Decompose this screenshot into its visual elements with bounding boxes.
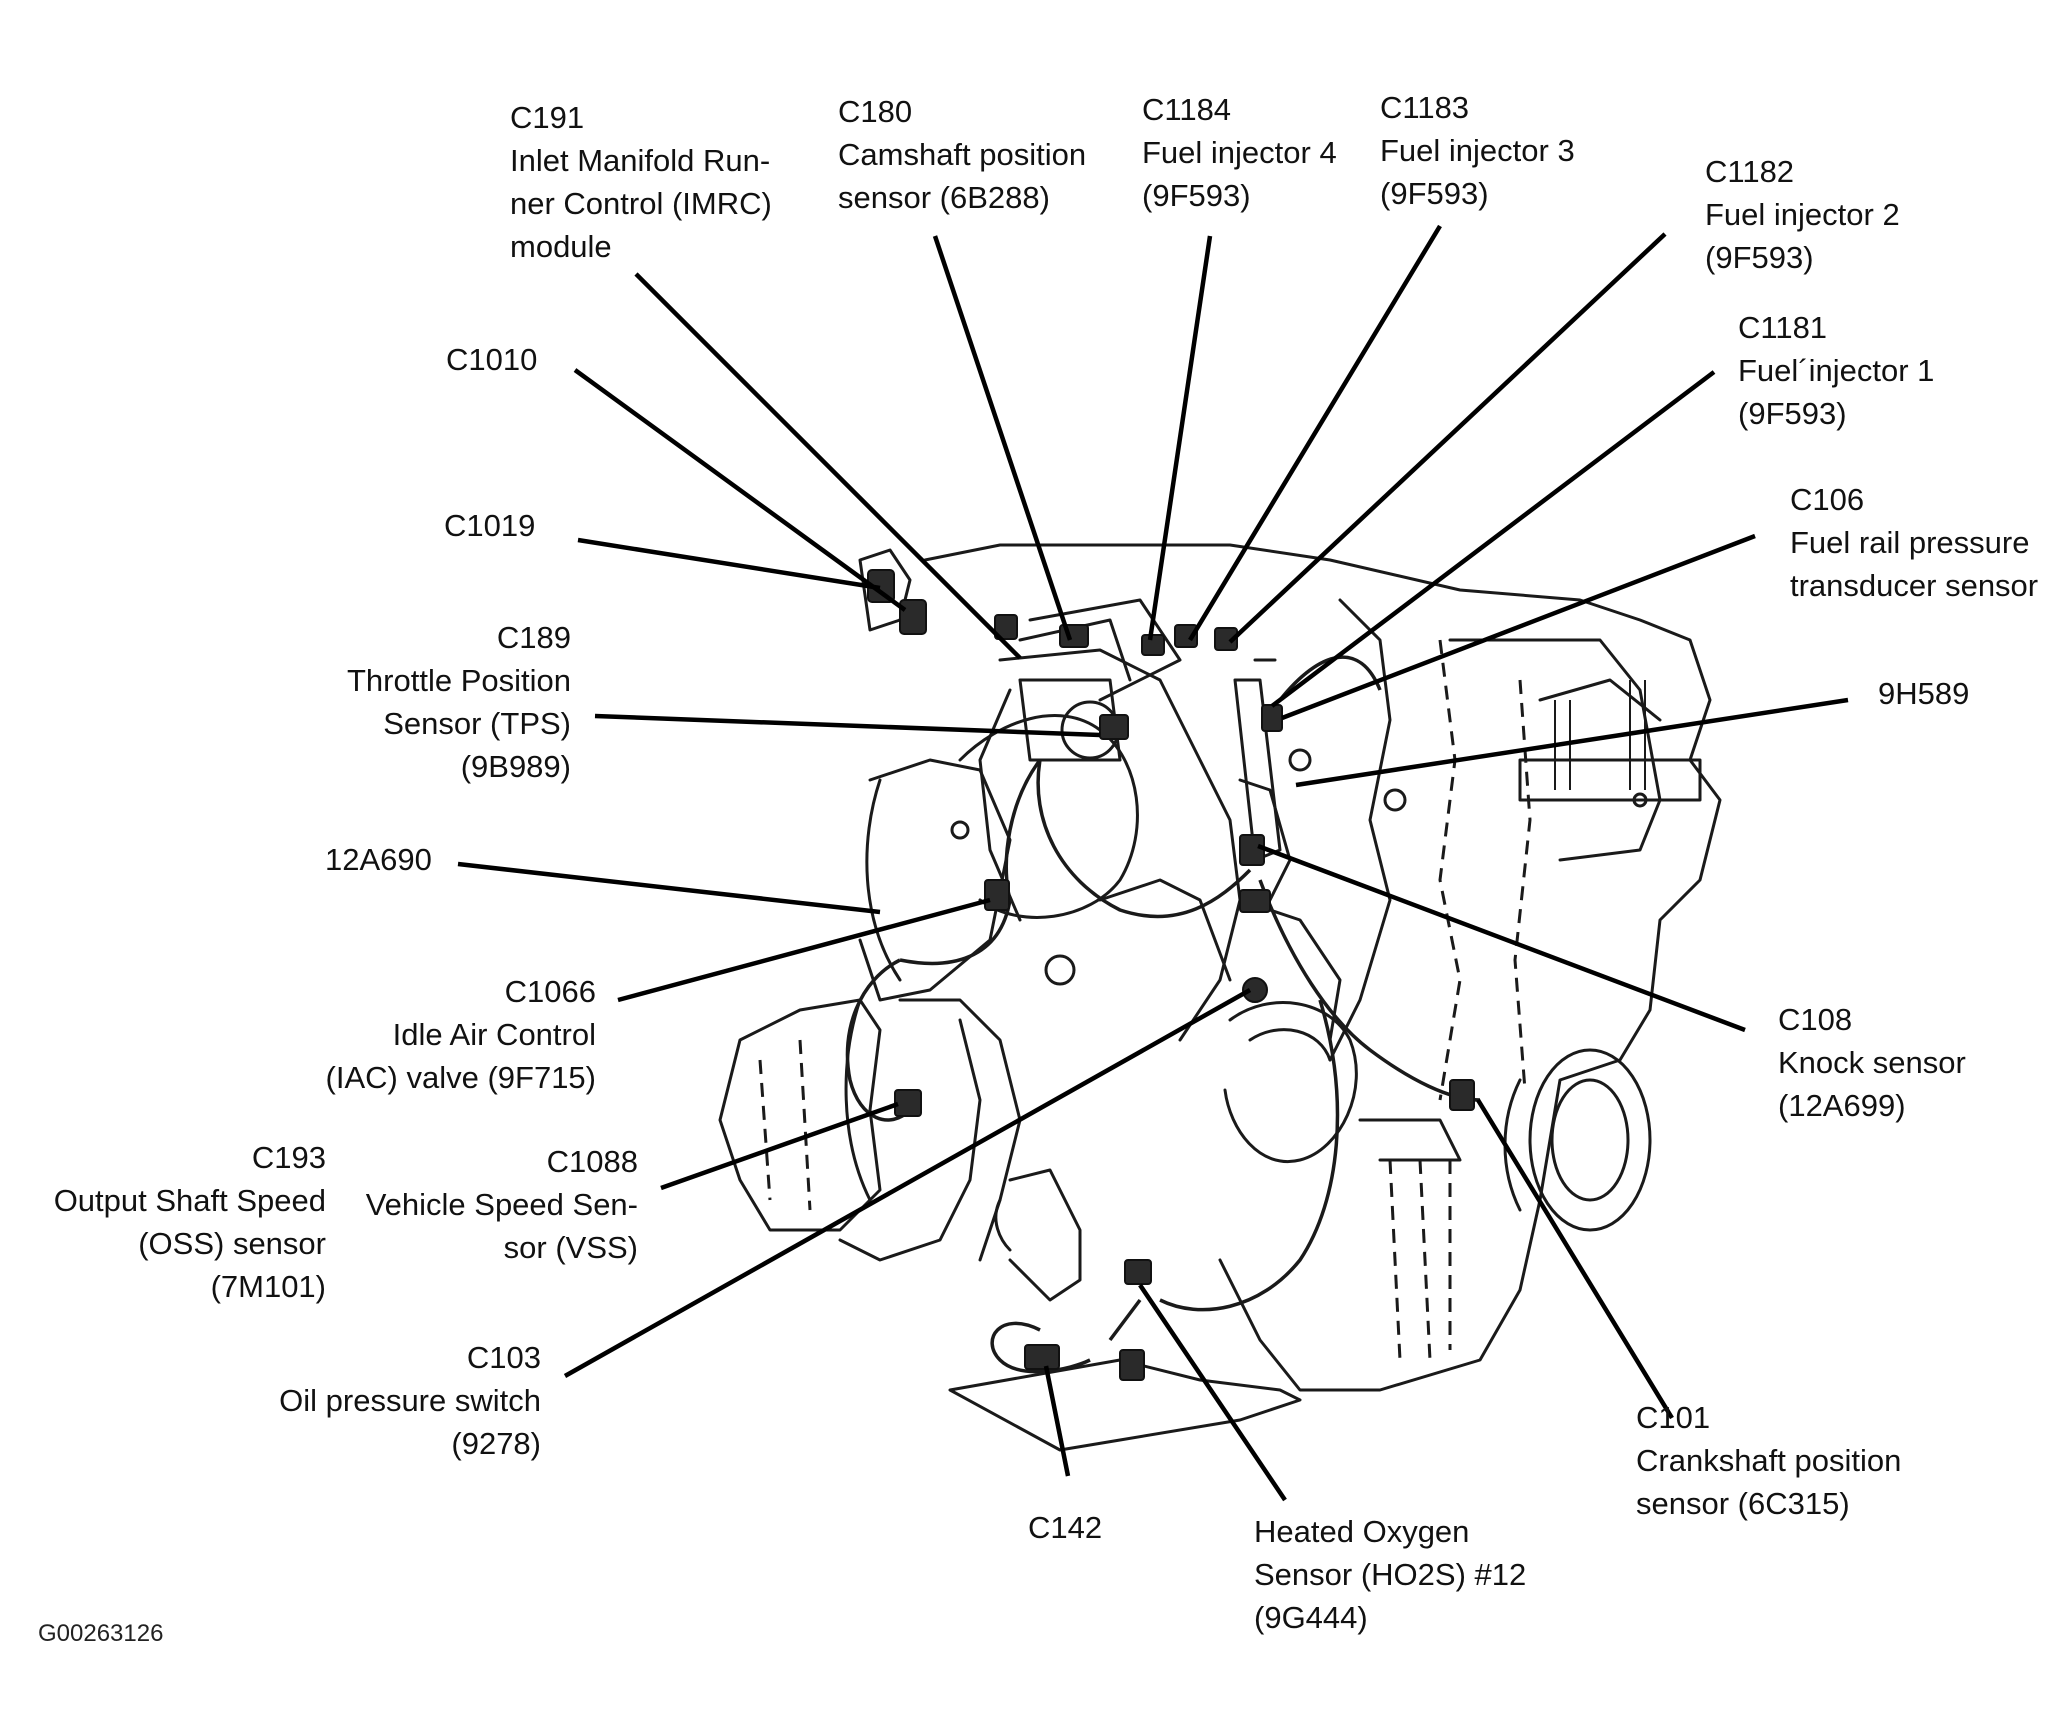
- leader-c191: [634, 272, 1022, 660]
- component-part-number: (9F593): [1738, 396, 1847, 431]
- component-name: Fuel injector 3: [1380, 133, 1575, 168]
- component-name: Fuel injector 4: [1142, 135, 1337, 170]
- callout-9h589: 9H589: [1878, 672, 1969, 715]
- component-name: ner Control (IMRC): [510, 186, 772, 221]
- connector-id: C108: [1778, 1002, 1853, 1037]
- figure-id: G00263126: [38, 1620, 164, 1647]
- connector-id: C1181: [1738, 310, 1828, 345]
- component-part-number: sensor (6B288): [838, 180, 1050, 215]
- component-name: Throttle Position: [347, 663, 571, 698]
- leader-c189: [594, 713, 1101, 738]
- wiring-harness: [845, 655, 1481, 1374]
- component-name: Sensor (TPS): [383, 706, 571, 741]
- connector-id: C1019: [444, 508, 536, 543]
- component-part-number: (9G444): [1254, 1600, 1368, 1635]
- leader-c1010: [573, 368, 907, 612]
- connector-id: C103: [466, 1340, 541, 1375]
- part-number: 12A690: [325, 842, 432, 877]
- connector-id: C101: [1636, 1400, 1711, 1435]
- leader-ho2s: [1138, 1283, 1287, 1502]
- part-number: 9H589: [1878, 676, 1970, 711]
- leader-c1181: [1270, 370, 1716, 708]
- connector-id: C180: [838, 94, 913, 129]
- component-part-number: (9F593): [1705, 240, 1814, 275]
- component-name: sor (VSS): [503, 1230, 638, 1265]
- connector-id: C191: [510, 100, 585, 135]
- connector-id: C142: [1028, 1510, 1103, 1545]
- component-name: Inlet Manifold Run-: [510, 143, 771, 178]
- callout-c142: C142: [1028, 1506, 1102, 1549]
- component-part-number: (9278): [451, 1426, 541, 1461]
- component-name: (IAC) valve (9F715): [325, 1060, 596, 1095]
- component-part-number: (7M101): [210, 1269, 326, 1304]
- component-name: Output Shaft Speed: [53, 1183, 326, 1218]
- component-name: Vehicle Speed Sen-: [365, 1187, 638, 1222]
- component-name: Sensor (HO2S) #12: [1254, 1557, 1527, 1592]
- component-name: transducer sensor: [1790, 568, 2039, 603]
- leader-lines: [457, 224, 1849, 1502]
- component-name: Knock sensor: [1778, 1045, 1966, 1080]
- component-name: Oil pressure switch: [279, 1383, 541, 1418]
- component-name: (OSS) sensor: [138, 1226, 326, 1261]
- connector-symbols: [867, 569, 1475, 1381]
- component-part-number: (9B989): [460, 749, 571, 784]
- component-name: Crankshaft position: [1636, 1443, 1902, 1478]
- leader-c106: [1281, 533, 1756, 721]
- connector-id: C1184: [1142, 92, 1232, 127]
- connector-id: C189: [496, 620, 571, 655]
- connector-id: C1088: [546, 1144, 638, 1179]
- engine-block: [718, 543, 1722, 1452]
- component-name: Fuel injector 2: [1705, 197, 1900, 232]
- callout-12a690: 12A690: [325, 838, 432, 881]
- connector-id: C1066: [504, 974, 596, 1009]
- leader-c103: [563, 988, 1252, 1378]
- leader-12a690: [457, 861, 881, 915]
- component-name: Idle Air Control: [392, 1017, 596, 1052]
- component-name: Heated Oxygen: [1254, 1514, 1470, 1549]
- connector-id: C1010: [446, 342, 538, 377]
- leader-c180: [932, 235, 1073, 641]
- component-part-number: (9F593): [1380, 176, 1489, 211]
- leader-c1066: [617, 897, 991, 1003]
- component-name: Fuel´injector 1: [1738, 353, 1935, 388]
- connector-id: C106: [1790, 482, 1865, 517]
- component-name: module: [510, 229, 612, 264]
- callout-c1019: C1019: [444, 504, 535, 547]
- callout-c1010: C1010: [446, 338, 537, 381]
- leader-c108: [1257, 843, 1746, 1033]
- component-part-number: (9F593): [1142, 178, 1251, 213]
- leader-c1019: [577, 537, 881, 591]
- component-part-number: (12A699): [1778, 1088, 1906, 1123]
- component-name: sensor (6C315): [1636, 1486, 1850, 1521]
- leader-c1088: [660, 1101, 899, 1191]
- connector-id: C1183: [1380, 90, 1470, 125]
- component-name: Camshaft position: [838, 137, 1087, 172]
- connector-id: C1182: [1705, 154, 1795, 189]
- component-name: Fuel rail pressure: [1790, 525, 2030, 560]
- leader-c101: [1476, 1098, 1674, 1420]
- leader-c1183: [1188, 224, 1442, 642]
- leader-c142: [1043, 1365, 1071, 1477]
- leader-c1184: [1147, 235, 1213, 641]
- connector-id: C193: [251, 1140, 326, 1175]
- leader-9h589: [1295, 697, 1849, 788]
- leader-c1182: [1228, 232, 1667, 644]
